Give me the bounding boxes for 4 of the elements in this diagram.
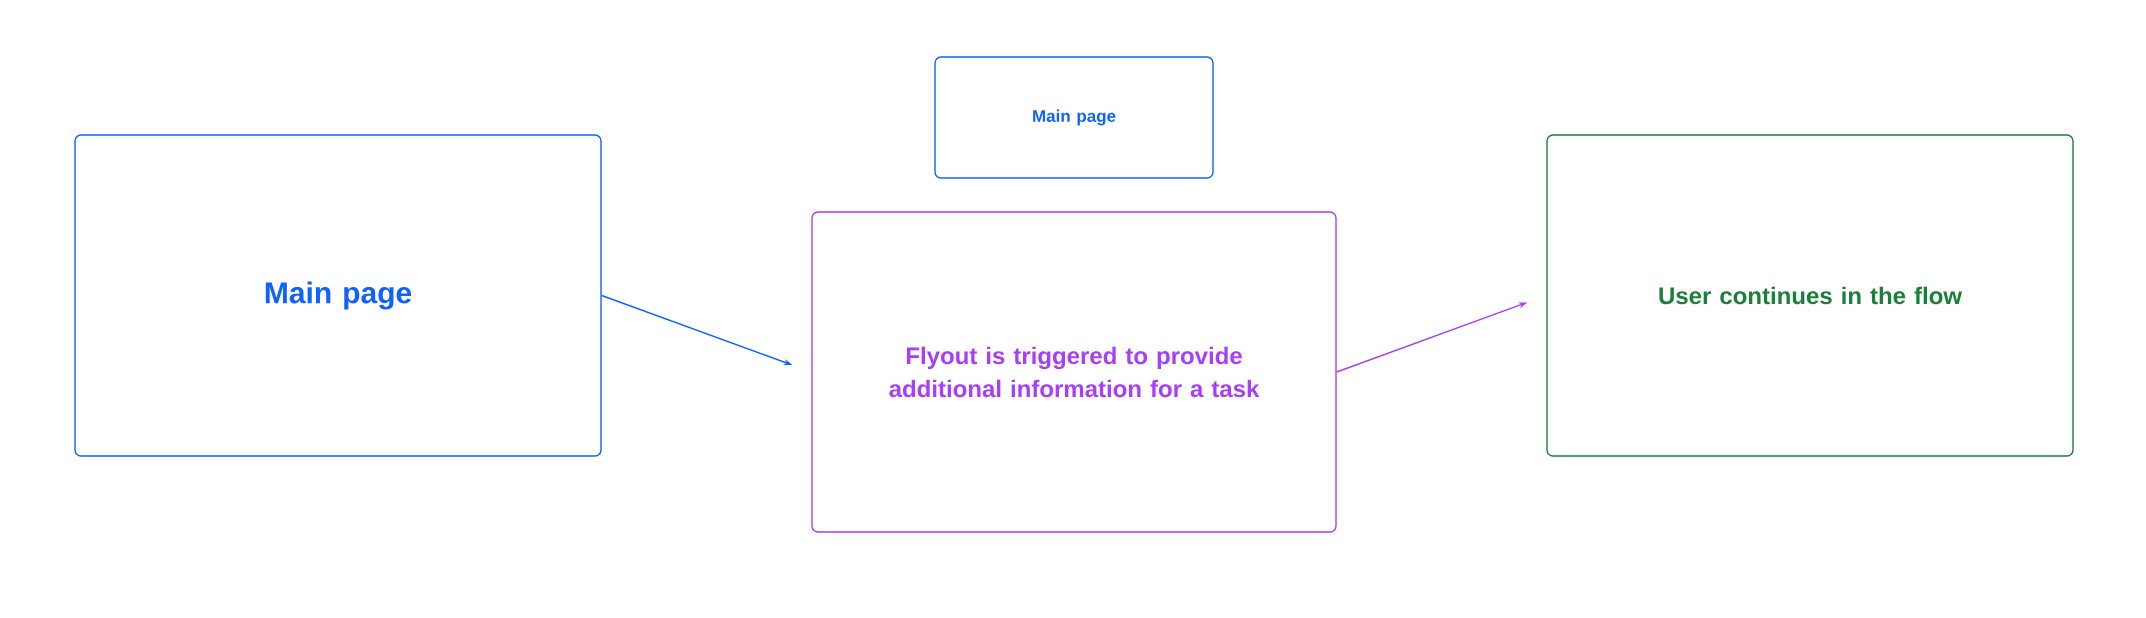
page-box: Main page — [934, 56, 1214, 179]
page-box: Main page — [74, 134, 602, 457]
page-box: User continues in the flow — [1546, 134, 2074, 457]
flyout-box: Flyout is triggered to provide additional information for a task — [811, 211, 1337, 533]
